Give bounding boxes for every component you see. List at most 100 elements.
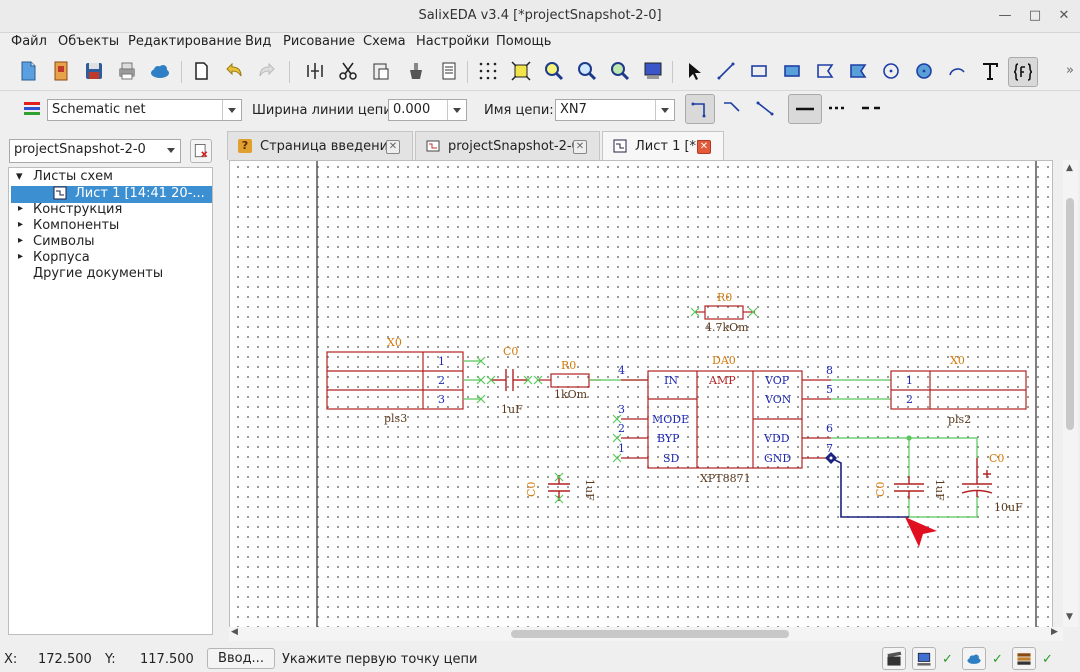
menu-edit[interactable]: Редактирование bbox=[128, 34, 242, 49]
menu-settings[interactable]: Настройки bbox=[416, 34, 490, 49]
grid-icon[interactable] bbox=[474, 57, 502, 85]
r0-top-ref: R0 bbox=[717, 291, 732, 304]
zoom-area-icon[interactable] bbox=[606, 57, 634, 85]
schematic-canvas[interactable]: X0 1 2 3 pls3 C0 1uF R0 1kOm R0 4.7kOm bbox=[229, 160, 1053, 628]
scroll-up-icon[interactable]: ▲ bbox=[1066, 163, 1073, 173]
zoom-out-icon[interactable] bbox=[573, 57, 601, 85]
menu-file[interactable]: Файл bbox=[11, 34, 47, 49]
clear-icon[interactable] bbox=[402, 57, 430, 85]
clapper-icon[interactable] bbox=[882, 647, 906, 670]
mirror-icon[interactable] bbox=[301, 57, 329, 85]
select-arrow-icon[interactable] bbox=[680, 57, 708, 85]
field-tool-icon[interactable] bbox=[1008, 57, 1038, 87]
line-dashed-icon[interactable] bbox=[857, 94, 885, 122]
toolbar-overflow-icon[interactable]: » bbox=[1066, 63, 1074, 78]
x-coord-value: 172.500 bbox=[38, 652, 92, 667]
zoom-in-icon[interactable] bbox=[540, 57, 568, 85]
polygon-tool-icon[interactable] bbox=[811, 57, 839, 85]
horizontal-scrollbar[interactable]: ◀ ▶ bbox=[229, 627, 1063, 641]
chevron-right-icon[interactable]: ▸ bbox=[18, 203, 24, 214]
menu-draw[interactable]: Рисование bbox=[283, 34, 355, 49]
menu-view[interactable]: Вид bbox=[245, 34, 272, 49]
line-width-input[interactable]: 0.000 bbox=[388, 99, 467, 121]
connector-x0-left[interactable] bbox=[326, 351, 464, 410]
line-tool-icon[interactable] bbox=[712, 57, 740, 85]
close-project-button[interactable] bbox=[190, 139, 212, 163]
menu-schematic[interactable]: Схема bbox=[363, 34, 406, 49]
network-icon[interactable] bbox=[912, 647, 936, 670]
filled-polygon-icon[interactable] bbox=[844, 57, 872, 85]
chevron-right-icon[interactable]: ▸ bbox=[18, 251, 24, 262]
tab-project[interactable]: projectSnapshot-2-0 ✕ bbox=[415, 131, 600, 160]
net-name-input[interactable]: XN7 bbox=[555, 99, 675, 121]
chevron-right-icon[interactable]: ▸ bbox=[18, 235, 24, 246]
tree-item-construction[interactable]: Конструкция bbox=[33, 202, 123, 217]
close-icon[interactable]: ✕ bbox=[573, 140, 587, 154]
r0-input-value: 1kOm bbox=[554, 388, 588, 401]
save-icon[interactable] bbox=[80, 57, 108, 85]
scroll-down-icon[interactable]: ▼ bbox=[1066, 612, 1073, 622]
open-project-icon[interactable] bbox=[47, 57, 75, 85]
cloud-sync-icon[interactable] bbox=[962, 647, 986, 670]
close-icon[interactable]: ✕ bbox=[386, 140, 400, 154]
rect-tool-icon[interactable] bbox=[745, 57, 773, 85]
x0-left-pin-wires bbox=[463, 356, 486, 404]
tree-item-packages[interactable]: Корпуса bbox=[33, 250, 90, 265]
capacitor-c0-input[interactable] bbox=[491, 369, 528, 391]
zoom-fit-icon[interactable] bbox=[507, 57, 535, 85]
tree-item-sheets[interactable]: Листы схем bbox=[33, 169, 113, 184]
horizontal-scroll-thumb[interactable] bbox=[511, 630, 789, 638]
capacitor-c0-floating[interactable] bbox=[548, 475, 570, 501]
arc-tool-icon[interactable] bbox=[943, 57, 971, 85]
ic-da0-amplifier[interactable] bbox=[621, 370, 831, 469]
capacitor-c0-1uf[interactable] bbox=[894, 476, 924, 499]
new-file-icon[interactable] bbox=[14, 57, 42, 85]
vertical-scroll-thumb[interactable] bbox=[1066, 198, 1074, 430]
menu-help[interactable]: Помощь bbox=[496, 34, 552, 49]
line-dotted-icon[interactable] bbox=[824, 94, 852, 122]
line-solid-icon[interactable] bbox=[788, 94, 822, 124]
tab-welcome[interactable]: ? Страница введения ✕ bbox=[227, 131, 413, 160]
c0-10uf-value: 10uF bbox=[994, 501, 1023, 514]
chevron-right-icon[interactable]: ▸ bbox=[18, 219, 24, 230]
resistor-r0-top[interactable] bbox=[695, 305, 755, 320]
r0-input-ref: R0 bbox=[561, 359, 576, 372]
minimize-icon[interactable]: — bbox=[998, 8, 1012, 23]
connector-x0-right[interactable] bbox=[890, 370, 1027, 410]
tree-item-components[interactable]: Компоненты bbox=[33, 218, 120, 233]
input-button[interactable]: Ввод... bbox=[207, 648, 275, 669]
wire-45-icon[interactable] bbox=[718, 94, 746, 122]
tree-item-symbols[interactable]: Символы bbox=[33, 234, 95, 249]
monitor-icon[interactable] bbox=[639, 57, 667, 85]
scroll-left-icon[interactable]: ◀ bbox=[231, 627, 238, 637]
status-bar: X: 172.500 Y: 117.500 Ввод... Укажите пе… bbox=[0, 645, 1080, 672]
close-icon[interactable]: ✕ bbox=[1058, 8, 1070, 23]
filled-rect-icon[interactable] bbox=[778, 57, 806, 85]
circle-tool-icon[interactable] bbox=[877, 57, 905, 85]
capacitor-c0-10uf[interactable] bbox=[961, 458, 993, 497]
y-coord-value: 117.500 bbox=[140, 652, 194, 667]
cut-icon[interactable] bbox=[334, 57, 362, 85]
text-tool-icon[interactable] bbox=[976, 57, 1004, 85]
cloud-icon[interactable] bbox=[146, 57, 174, 85]
wire-orthogonal-icon[interactable] bbox=[685, 94, 715, 124]
filled-circle-icon[interactable] bbox=[910, 57, 938, 85]
new-sheet-icon[interactable] bbox=[187, 57, 215, 85]
undo-icon[interactable] bbox=[220, 57, 248, 85]
scroll-right-icon[interactable]: ▶ bbox=[1051, 627, 1058, 637]
wire-free-icon[interactable] bbox=[751, 94, 779, 122]
maximize-icon[interactable]: □ bbox=[1028, 8, 1042, 23]
library-icon[interactable] bbox=[1012, 647, 1036, 670]
tree-item-other-docs[interactable]: Другие документы bbox=[33, 266, 164, 281]
close-icon[interactable]: ✕ bbox=[697, 140, 711, 154]
redo-icon[interactable] bbox=[253, 57, 281, 85]
tab-sheet-1[interactable]: Лист 1 [*] ✕ bbox=[602, 131, 724, 162]
paste-icon[interactable] bbox=[367, 57, 395, 85]
project-select[interactable]: projectSnapshot-2-0 bbox=[9, 139, 181, 163]
properties-icon[interactable] bbox=[435, 57, 463, 85]
net-type-select[interactable]: Schematic net bbox=[47, 99, 242, 121]
print-icon[interactable] bbox=[113, 57, 141, 85]
chevron-down-icon[interactable]: ▾ bbox=[16, 169, 23, 184]
vertical-scrollbar[interactable]: ▲ ▼ bbox=[1063, 160, 1078, 627]
menu-objects[interactable]: Объекты bbox=[58, 34, 120, 49]
